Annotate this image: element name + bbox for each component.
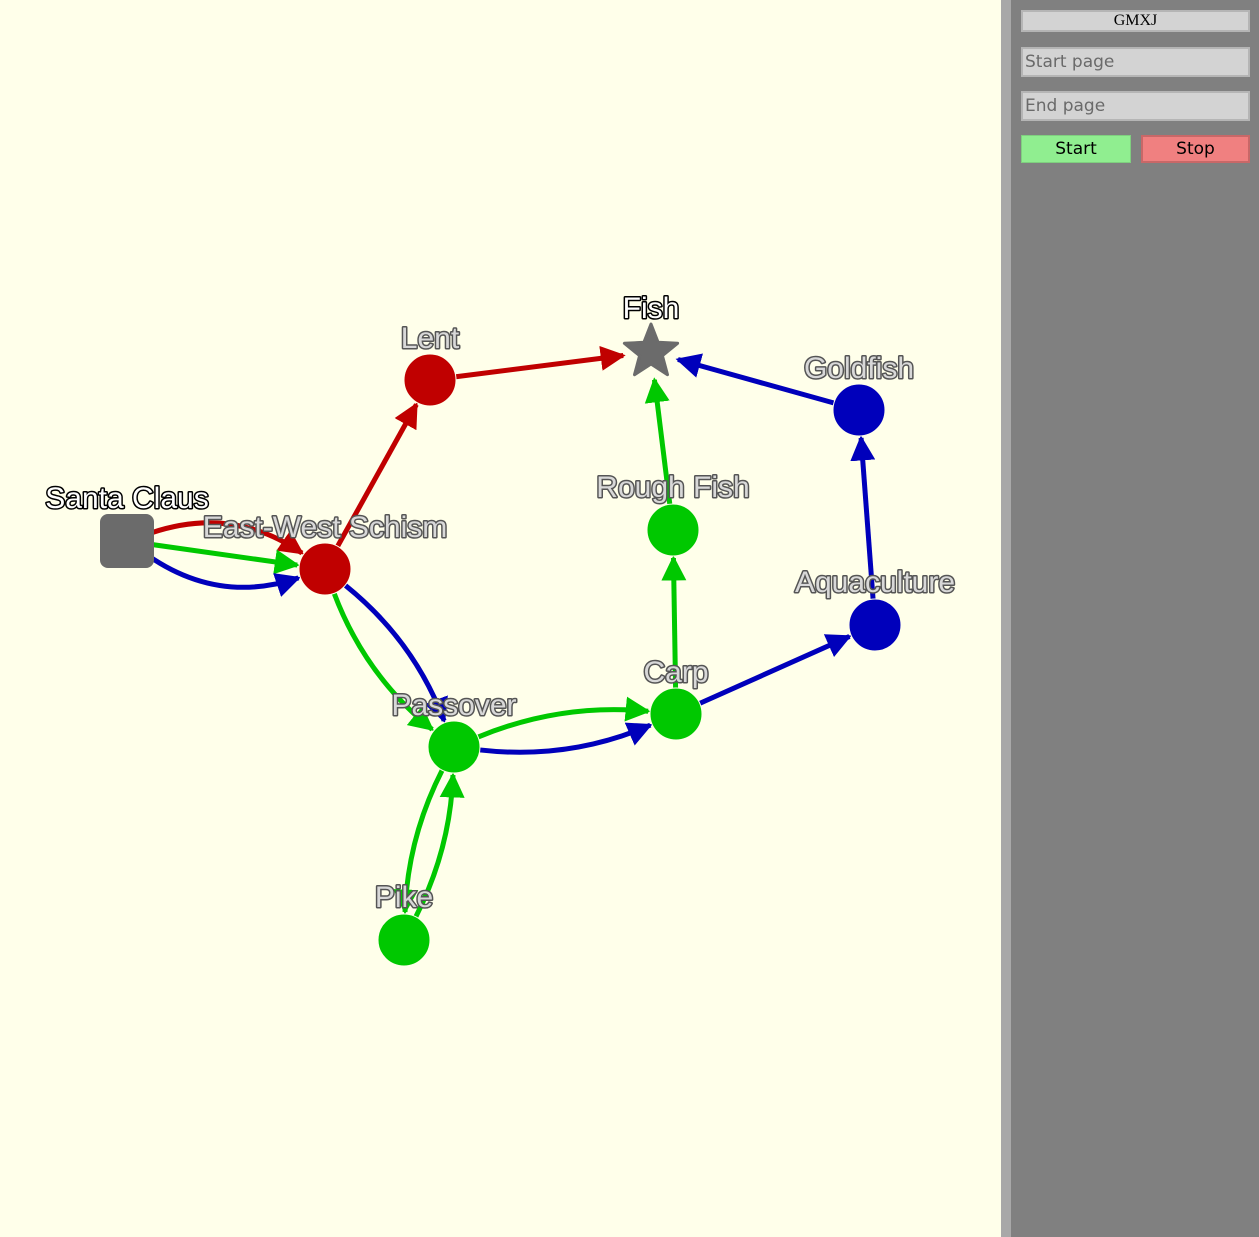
edge-carp-to-aqua-blue: [698, 634, 852, 706]
node-schism[interactable]: [298, 542, 352, 596]
edge-santa-to-schism-blue: [146, 553, 301, 597]
node-label-fish: Fish: [623, 292, 680, 325]
node-rough[interactable]: [646, 503, 700, 557]
edge-passover-to-pike-green: [393, 769, 445, 915]
start-page-input[interactable]: [1021, 47, 1250, 77]
edge-schism-to-passover-blue: [343, 583, 448, 724]
edge-lent-to-fish-red: [455, 345, 626, 380]
start-button[interactable]: Start: [1021, 135, 1131, 163]
edge-goldfish-to-fish-blue: [675, 353, 835, 406]
edge-passover-to-carp-green: [477, 696, 651, 740]
edge-santa-to-schism-green: [152, 542, 300, 575]
sidebar-divider: [1001, 0, 1011, 1237]
edge-schism-to-lent-red: [335, 402, 419, 548]
node-label-aqua: Aquaculture: [795, 566, 955, 599]
node-goldfish[interactable]: [832, 383, 886, 437]
node-fish[interactable]: [622, 322, 680, 377]
node-label-schism: East-West Schism: [203, 511, 448, 544]
edge-passover-to-carp-blue: [479, 722, 653, 755]
edge-carp-to-rough-green: [661, 555, 687, 689]
node-label-pike: Pike: [375, 881, 433, 914]
node-santa[interactable]: [100, 514, 154, 568]
node-layer: [100, 322, 902, 967]
node-label-passover: Passover: [391, 689, 516, 722]
edge-santa-to-schism-red: [150, 520, 305, 556]
stop-button[interactable]: Stop: [1141, 135, 1250, 163]
sidebar: GMXJ Start Stop: [1011, 0, 1259, 1237]
edge-rough-to-fish-green: [644, 377, 673, 505]
node-label-goldfish: Goldfish: [804, 352, 914, 385]
node-label-carp: Carp: [643, 656, 708, 689]
edge-pike-to-passover-green: [413, 772, 465, 918]
edge-schism-to-passover-green: [331, 592, 435, 732]
app-title: GMXJ: [1021, 10, 1250, 32]
edge-layer: [146, 345, 876, 918]
node-lent[interactable]: [403, 353, 457, 407]
end-page-input[interactable]: [1021, 91, 1250, 121]
node-pike[interactable]: [377, 913, 431, 967]
node-carp[interactable]: [649, 687, 703, 741]
edge-aqua-to-goldfish-blue: [850, 435, 876, 600]
node-label-santa: Santa Claus: [45, 482, 208, 515]
node-label-rough: Rough Fish: [596, 471, 749, 504]
node-aqua[interactable]: [848, 598, 902, 652]
node-passover[interactable]: [427, 720, 481, 774]
node-label-lent: Lent: [401, 322, 460, 355]
